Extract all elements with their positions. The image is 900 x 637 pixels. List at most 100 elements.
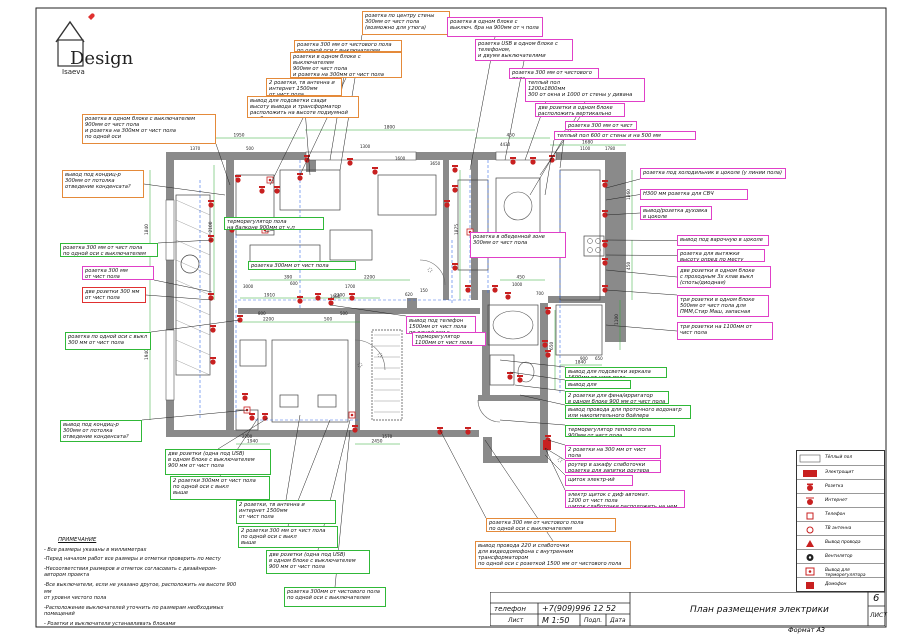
dimension-value: 2300 <box>334 293 345 299</box>
leader-line <box>141 409 249 421</box>
socket-dot <box>545 352 551 358</box>
leader-line <box>285 414 301 501</box>
leader-line <box>217 417 269 450</box>
dining-table <box>495 177 541 235</box>
dimension-value: 650 <box>595 356 603 361</box>
socket-symbol <box>530 157 536 165</box>
leader-line <box>605 194 641 201</box>
socket-cap <box>328 298 334 300</box>
socket-dot <box>465 287 471 293</box>
legend-label: Электрощит <box>825 470 854 475</box>
socket-dot <box>315 295 321 301</box>
socket-cap <box>208 235 214 237</box>
socket-symbol <box>262 413 268 421</box>
legend-row: Домофон <box>797 577 884 592</box>
annotation-label: вывод под кондиц-р 300мм от потолка отве… <box>60 420 142 442</box>
socket-cap <box>465 285 471 287</box>
annotation-label: вывод/розетка духовка в цоколе <box>640 206 712 220</box>
socket-cap <box>315 293 321 295</box>
annotation-label: розетка 300мм от чист пола <box>248 261 356 270</box>
thermostat-dot <box>350 413 354 417</box>
socket-dot <box>517 377 523 383</box>
thermostat-icon <box>799 566 821 576</box>
leader-line <box>519 394 566 406</box>
leader-line <box>544 454 566 476</box>
tub-bowl <box>492 310 534 340</box>
socket-cap <box>452 165 458 167</box>
dimension-value: 1600 <box>395 156 406 161</box>
socket-symbol <box>437 427 443 435</box>
dimension-value: 1875 <box>454 224 460 235</box>
socket-dot <box>602 260 608 266</box>
dimension-value: 1950 <box>234 133 245 139</box>
socket-symbol <box>297 296 303 304</box>
wire-icon <box>799 538 821 548</box>
hatch <box>175 219 211 236</box>
dimension-value: 620 <box>405 292 413 297</box>
annotation-label: вывод для вентилятора <box>565 380 631 389</box>
annotation-label: розетка 300 мм от чистового пола по одно… <box>486 518 616 532</box>
socket-symbol <box>517 375 523 383</box>
leader-lines <box>141 34 678 588</box>
sheet-label: ЛИСТ <box>870 612 887 619</box>
fan-icon <box>799 552 821 562</box>
socket-symbol <box>545 350 551 358</box>
socket-symbol <box>452 263 458 271</box>
sink <box>180 254 200 274</box>
socket-cap <box>444 200 450 202</box>
leader-line <box>514 384 566 392</box>
dimension-value: 1100 <box>614 314 620 325</box>
socket-dot <box>437 429 443 435</box>
leader-line <box>605 269 678 278</box>
annotation-label: вывод провода 220 и слаботочки для видео… <box>475 541 631 569</box>
dimension-value: 150 <box>420 288 428 293</box>
socket-cap <box>274 186 280 188</box>
annotation-label: электр щиток с диф автомат. 1200 от чист… <box>565 490 685 508</box>
annotation-label: две розетки в одном блоке с проходным 3х… <box>677 266 771 288</box>
annotation-label: розетка 300 мм от чист пола по одной оси… <box>60 243 158 257</box>
annotation-label: розетка 300 мм от чистового пола по одно… <box>294 40 402 52</box>
annotation-label: две розетки в одном блоке расположить ве… <box>535 103 625 117</box>
tv-icon <box>799 524 821 534</box>
socket-symbol <box>444 200 450 208</box>
socket-dot <box>492 287 498 293</box>
socket-symbol <box>465 427 471 435</box>
leader-line <box>150 319 241 333</box>
leader-line <box>329 304 407 317</box>
annotation-label: две розетки 300 мм от чист пола <box>82 287 146 303</box>
annotation-label: две розетки (одна под USB) в одном блоке… <box>266 550 370 574</box>
dimension-value: 650 <box>549 342 555 350</box>
ceiling-light <box>377 352 383 358</box>
annotation-label: вывод под варочную в цоколе <box>677 235 769 246</box>
legend-label: Тёплый пол <box>825 455 853 460</box>
socket-dot <box>372 169 378 175</box>
wall-segment <box>482 290 490 400</box>
intercom-icon <box>799 580 821 590</box>
leader-line <box>547 439 566 446</box>
socket-dot <box>210 327 216 333</box>
leader-line <box>605 324 678 332</box>
socket-cap <box>545 435 551 437</box>
note-item: -Несоответствия размеров и отметок согла… <box>44 565 217 579</box>
socket-symbol <box>452 165 458 173</box>
socket-symbol <box>249 413 255 421</box>
socket-symbol <box>210 357 216 365</box>
socket-symbol <box>602 285 608 293</box>
hatch <box>175 359 211 376</box>
socket-cap <box>452 185 458 187</box>
dimension-value: 1700 <box>345 284 356 289</box>
socket-cap <box>602 285 608 287</box>
socket-dot <box>465 429 471 435</box>
legend-row: Интернет <box>797 493 884 508</box>
burner <box>595 238 601 244</box>
socket-cap <box>505 292 511 294</box>
dimension-value: 3650 <box>430 161 441 166</box>
socket-dot <box>452 187 458 193</box>
hatch <box>175 339 211 356</box>
socket-dot <box>349 295 355 301</box>
socket-symbol <box>602 180 608 188</box>
legend-row: Вывод провода <box>797 535 884 550</box>
legend-row: Вентилятор <box>797 549 884 564</box>
annotation-label: терморегулятор 1100мм от чист пола <box>412 332 486 346</box>
annotation-label: розетка 300мм от чистового пола по одной… <box>284 587 386 607</box>
